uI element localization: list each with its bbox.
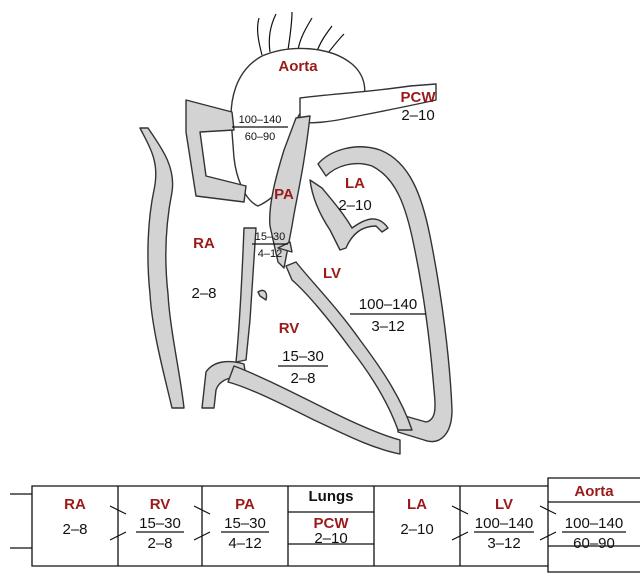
pcw-label: PCW [401, 89, 437, 106]
flow-ra-value: 2–8 [62, 521, 87, 538]
flow-pa-systolic: 15–30 [224, 515, 266, 532]
lv-diastolic: 3–12 [371, 318, 404, 335]
ra-value: 2–8 [191, 285, 216, 302]
flow-lv-systolic: 100–140 [475, 515, 533, 532]
flow-schematic: RA 2–8 RV 15–30 2–8 PA 15–30 4–12 Lungs … [10, 478, 640, 572]
rv-label: RV [279, 320, 300, 337]
la-value: 2–10 [338, 197, 371, 214]
flow-aorta-systolic: 100–140 [565, 515, 623, 532]
la-label: LA [345, 175, 365, 192]
flow-ra-label: RA [64, 496, 86, 513]
pcw-value: 2–10 [401, 107, 434, 124]
flow-rv-label: RV [150, 496, 171, 513]
flow-la-value: 2–10 [400, 521, 433, 538]
flow-aorta-diastolic: 60–90 [573, 535, 615, 552]
flow-lv-diastolic: 3–12 [487, 535, 520, 552]
flow-lungs-label: Lungs [309, 488, 354, 505]
tricuspid-valve [258, 290, 267, 300]
flow-la-label: LA [407, 496, 427, 513]
lv-systolic: 100–140 [359, 296, 417, 313]
aorta-diastolic: 60–90 [245, 131, 276, 143]
flow-lv-label: LV [495, 496, 513, 513]
aorta-label: Aorta [278, 58, 318, 75]
ra-free-wall [140, 128, 184, 408]
rv-systolic: 15–30 [282, 348, 324, 365]
rv-diastolic: 2–8 [290, 370, 315, 387]
flow-pa-label: PA [235, 496, 255, 513]
flow-pcw-value: 2–10 [314, 530, 347, 547]
heart-illustration: Aorta 100–140 60–90 PCW 2–10 PA 15–30 4–… [140, 12, 452, 454]
lv-label: LV [323, 265, 341, 282]
ra-label: RA [193, 235, 215, 252]
flow-rv-systolic: 15–30 [139, 515, 181, 532]
flow-aorta-label: Aorta [574, 483, 614, 500]
flow-pa-diastolic: 4–12 [228, 535, 261, 552]
septum-upper-wall [236, 228, 256, 362]
aorta-systolic: 100–140 [239, 114, 282, 126]
pa-label: PA [274, 186, 294, 203]
pa-systolic: 15–30 [255, 231, 286, 243]
flow-bottom-border [32, 548, 640, 572]
pa-diastolic: 4–12 [258, 248, 282, 260]
flow-rv-diastolic: 2–8 [147, 535, 172, 552]
